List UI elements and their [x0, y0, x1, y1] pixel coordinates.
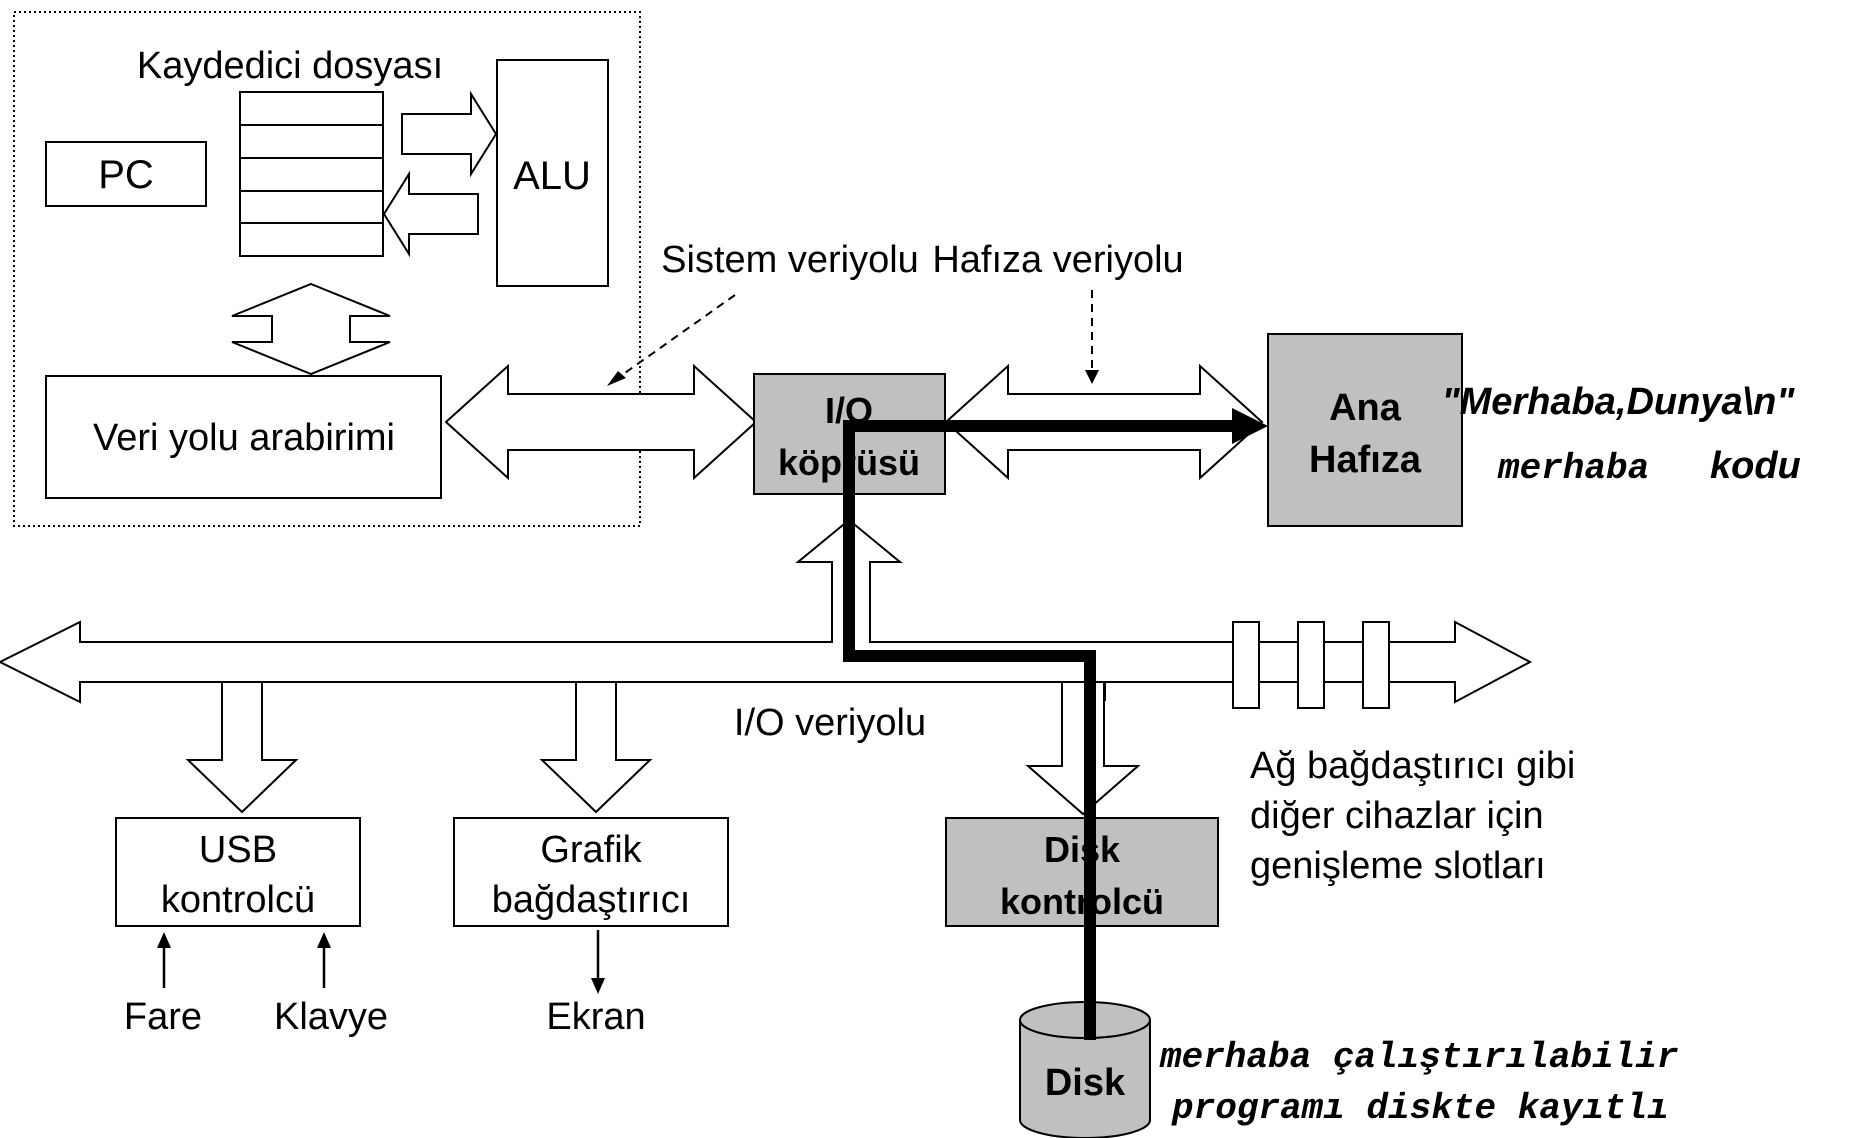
data-flow-path [843, 420, 1232, 1040]
expansion-label-1: Ağ bağdaştırıcı gibi [1250, 745, 1575, 787]
mouse-label: Fare [124, 996, 202, 1038]
usb-label-1: USB [199, 829, 277, 871]
exec-label-1: merhaba çalıştırılabilir [1159, 1037, 1678, 1078]
alu-label: ALU [513, 154, 591, 198]
main-memory-label-1: Ana [1329, 387, 1402, 429]
disk-drop-arrow [1025, 681, 1141, 816]
expansion-slots [1232, 621, 1390, 709]
usb-drop-arrow [185, 681, 299, 814]
exec-label-2: programı diskte kayıtlı [1171, 1088, 1669, 1129]
mouse-arrow [157, 932, 171, 988]
usb-label-2: kontrolcü [161, 879, 315, 921]
graphics-drop-arrow [539, 681, 653, 814]
graphics-label-1: Grafik [540, 829, 642, 871]
system-bus-label: Sistem veriyolu [661, 239, 919, 281]
memory-bus-label: Hafıza veriyolu [932, 239, 1183, 281]
hello-code-mono: merhaba [1497, 448, 1649, 489]
system-bus-arrow [444, 363, 758, 481]
disk-controller-label-2: kontrolcü [1000, 881, 1164, 922]
pc-label: PC [98, 153, 154, 197]
memory-bus-pointer-head [1085, 370, 1099, 384]
display-arrow [591, 930, 605, 994]
keyboard-arrow [317, 932, 331, 988]
data-flow-arrowhead [1232, 408, 1268, 444]
usb-controller-box [115, 817, 361, 927]
register-to-alu-arrow [401, 90, 498, 178]
register-bus-double-arrow [231, 282, 391, 376]
bus-interface-label: Veri yolu arabirimi [93, 417, 395, 459]
register-file [239, 91, 384, 257]
alu-to-register-arrow [382, 170, 479, 258]
main-memory-label-2: Hafıza [1309, 439, 1422, 481]
disk-label: Disk [1045, 1062, 1126, 1104]
graphics-label-2: bağdaştırıcı [492, 879, 691, 921]
expansion-label-3: genişleme slotları [1250, 845, 1546, 887]
pc-box [45, 141, 207, 207]
hello-string: "Merhaba,Dunya\n" [1442, 381, 1796, 423]
hello-code-word: kodu [1710, 445, 1801, 487]
keyboard-label: Klavye [274, 996, 388, 1038]
register-file-label: Kaydedici dosyası [137, 45, 443, 87]
system-bus-pointer [614, 294, 736, 381]
system-bus-pointer-head [607, 371, 626, 386]
alu-box [496, 59, 609, 287]
main-memory-box [1267, 333, 1463, 527]
graphics-adapter-box [453, 817, 729, 927]
io-bus-label: I/O veriyolu [734, 702, 926, 744]
bus-interface-box [45, 375, 442, 499]
disk-controller-box [945, 817, 1219, 927]
disk-controller-label-1: Disk [1044, 829, 1121, 870]
expansion-label-2: diğer cihazlar için [1250, 795, 1544, 837]
display-label: Ekran [546, 996, 645, 1038]
